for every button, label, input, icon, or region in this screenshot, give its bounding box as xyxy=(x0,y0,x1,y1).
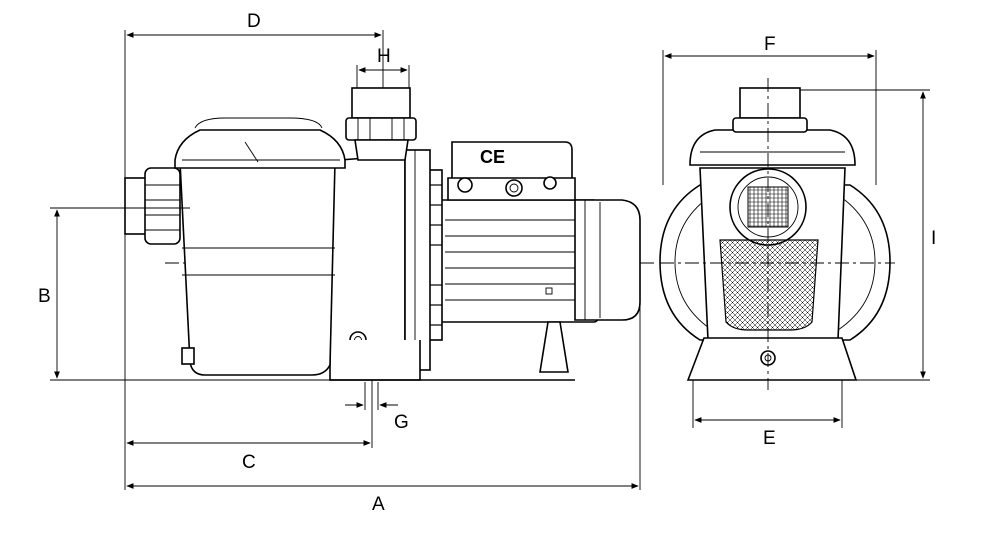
dim-A-label: A xyxy=(372,494,385,515)
prefilter-housing xyxy=(174,117,346,376)
dim-C-label: C xyxy=(242,452,256,473)
dim-F-label: F xyxy=(764,34,776,55)
motor-body xyxy=(427,169,641,341)
inlet-connection xyxy=(124,167,181,245)
dim-G-label: G xyxy=(394,412,409,433)
ce-mark: CE xyxy=(480,147,505,167)
dimension-lines: D H B G C A F E I xyxy=(38,11,936,515)
front-basket-mesh xyxy=(719,239,819,331)
dim-D-label: D xyxy=(247,11,261,32)
dim-B-label: B xyxy=(38,286,51,307)
outlet-connection xyxy=(345,87,417,161)
dim-H-label: H xyxy=(377,46,391,67)
dim-I-label: I xyxy=(931,228,936,249)
pump-side-view: CE xyxy=(124,87,655,381)
terminal-box: CE xyxy=(447,141,576,201)
dim-E-label: E xyxy=(763,428,776,449)
pump-front-view xyxy=(659,78,895,390)
